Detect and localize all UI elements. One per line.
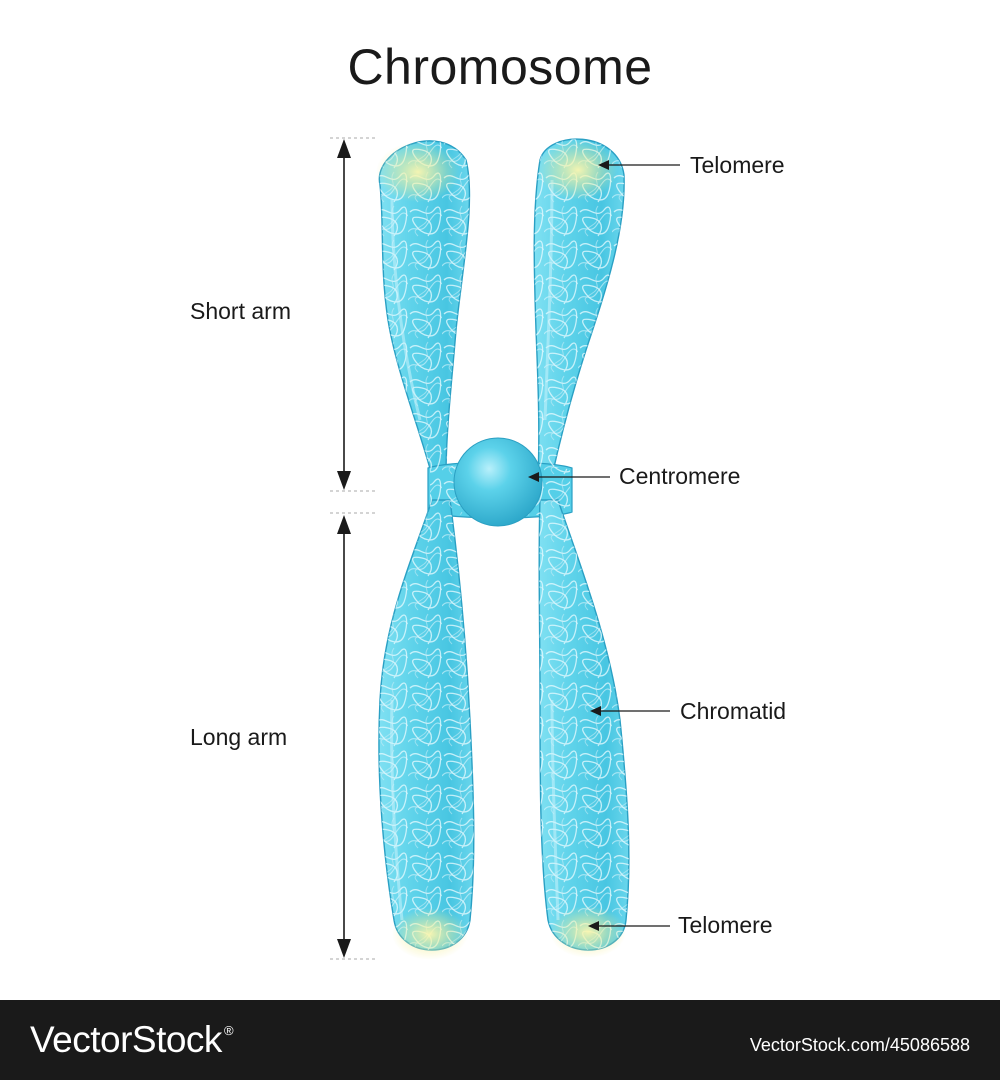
centromere-sphere bbox=[453, 437, 543, 527]
centromere-label: Centromere bbox=[619, 463, 741, 489]
long-arm-label: Long arm bbox=[190, 724, 288, 750]
arm-highlights bbox=[390, 179, 560, 921]
telomere-bottom-label: Telomere bbox=[678, 912, 773, 938]
watermark-bar: VectorStock® VectorStock.com/45086588 bbox=[0, 1000, 1000, 1080]
vectorstock-url: VectorStock.com/45086588 bbox=[749, 1035, 970, 1055]
short-arm-label: Short arm bbox=[190, 298, 291, 324]
vectorstock-brand: VectorStock bbox=[30, 1019, 222, 1060]
registered-mark: ® bbox=[223, 1023, 234, 1038]
chromosome-diagram bbox=[330, 137, 680, 960]
label-leaders bbox=[528, 160, 680, 931]
arm-length-indicators bbox=[330, 137, 378, 960]
diagram-title: Chromosome bbox=[347, 39, 653, 95]
vectorstock-logo: VectorStock® bbox=[30, 1019, 234, 1061]
chromatid-label: Chromatid bbox=[680, 698, 787, 724]
chromatin-fibers bbox=[378, 139, 629, 950]
telomere-caps bbox=[376, 140, 626, 960]
telomere-top-label: Telomere bbox=[690, 152, 785, 178]
